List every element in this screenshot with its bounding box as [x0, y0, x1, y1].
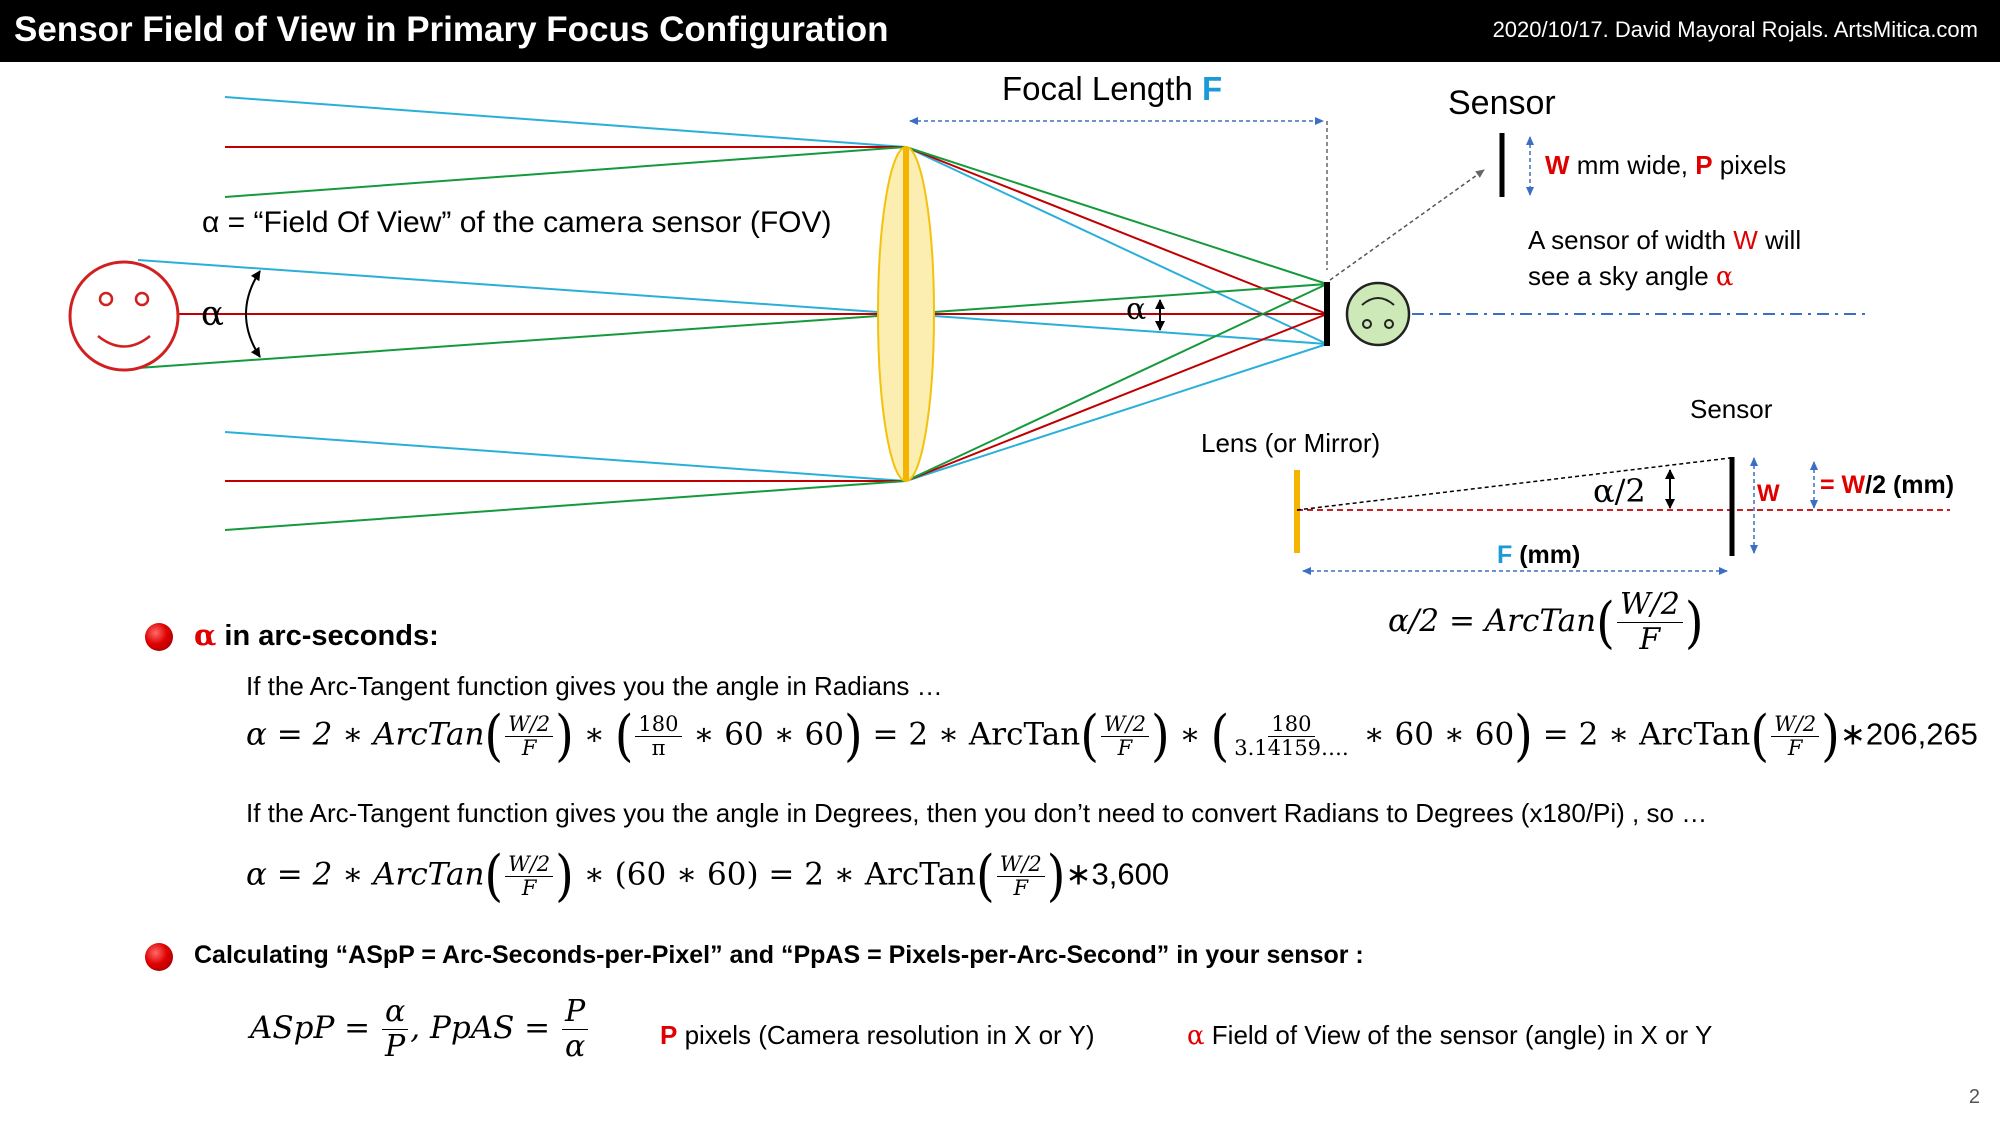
- alpha-arc-arrow: [245, 270, 261, 358]
- sensor-desc-line1: A sensor of width W will: [1528, 225, 1802, 255]
- f-mm-label: F (mm): [1497, 541, 1581, 569]
- sensor-title: Sensor: [1448, 84, 1556, 122]
- inverted-face-icon: [1345, 281, 1411, 347]
- alpha-definition: α Field of View of the sensor (angle) in…: [1187, 1020, 1713, 1051]
- ray-green-mid-in: [137, 313, 907, 369]
- ray-green-top-in: [224, 146, 907, 198]
- lens-label: Lens (or Mirror): [1201, 428, 1381, 458]
- ray-green-bot-in: [224, 480, 907, 531]
- ray-blue-top-in: [224, 96, 907, 148]
- page-title: Sensor Field of View in Primary Focus Co…: [14, 10, 889, 49]
- sensor-size-label: W mm wide, P pixels: [1545, 150, 1787, 180]
- alpha-label-sensor: α: [1126, 292, 1147, 327]
- credit-text: 2020/10/17. David Mayoral Rojals. ArtsMi…: [1492, 17, 1978, 42]
- title-bar: Sensor Field of View in Primary Focus Co…: [0, 0, 2000, 62]
- sensor-desc-line2: see a sky angle α: [1528, 261, 1734, 292]
- ray-blue-bot-in: [224, 431, 907, 482]
- w-label: W: [1757, 480, 1780, 507]
- optics-diagram: [68, 96, 1950, 575]
- mini-sensor-label: Sensor: [1690, 394, 1773, 424]
- p-definition: P pixels (Camera resolution in X or Y): [660, 1020, 1095, 1050]
- focal-length-label: Focal Length F: [1002, 70, 1223, 107]
- ray-blue-mid-in: [137, 259, 907, 315]
- section1-heading: α in arc-seconds:: [194, 618, 439, 652]
- half-w-label: = W/2 (mm): [1820, 471, 1955, 499]
- half-alpha-label: α/2: [1593, 472, 1646, 510]
- degrees-note: If the Arc-Tangent function gives you th…: [246, 798, 1708, 828]
- section2-heading: Calculating “ASpP = Arc-Seconds-per-Pixe…: [194, 941, 1364, 969]
- fov-definition: α = “Field Of View” of the camera sensor…: [202, 206, 832, 239]
- bullet-1-icon: [145, 623, 173, 651]
- radians-note: If the Arc-Tangent function gives you th…: [246, 671, 943, 701]
- bullet-2-icon: [145, 943, 173, 971]
- alpha-label-face: α: [201, 294, 224, 334]
- page-number: 2: [1968, 1086, 1980, 1108]
- face-object-icon: [68, 260, 180, 372]
